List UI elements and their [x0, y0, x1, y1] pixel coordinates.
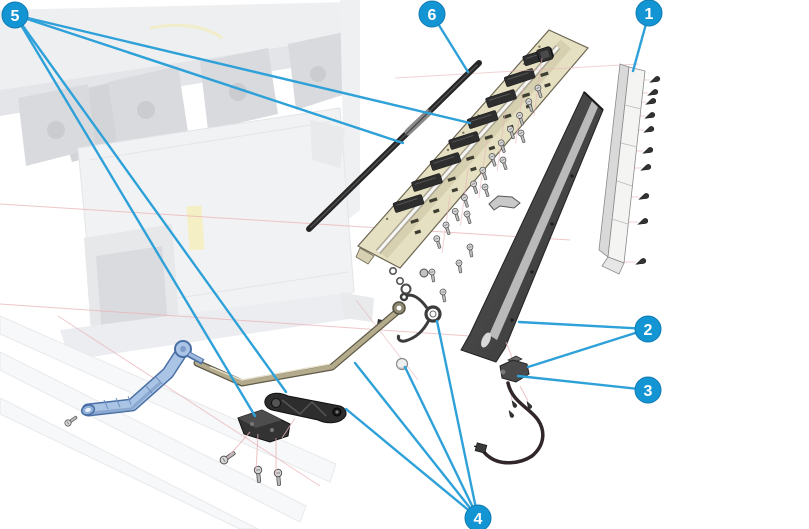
callout-circle-5	[1, 1, 29, 29]
screw	[636, 217, 649, 227]
platen-end-cap	[536, 46, 554, 63]
screw	[516, 128, 528, 144]
callout-label-6: 6	[428, 7, 437, 24]
screw	[507, 409, 515, 419]
platen-assembly	[355, 29, 589, 269]
cable-connector	[474, 442, 488, 454]
callout-circle-2	[634, 315, 662, 343]
callout-2: 2	[634, 315, 662, 343]
callout-circle-1	[635, 0, 663, 27]
screw	[451, 207, 462, 223]
tension-spring	[377, 292, 442, 343]
screw	[648, 75, 661, 85]
callout-circle-6	[418, 0, 446, 28]
media-lever-handle	[80, 340, 205, 417]
leader-line-5	[13, 13, 288, 394]
screw	[643, 111, 656, 121]
screw	[480, 182, 492, 198]
screw	[466, 243, 476, 258]
lever-link-arm	[264, 392, 347, 424]
screw	[641, 146, 654, 156]
rear-panel	[598, 63, 646, 275]
callout-label-4: 4	[474, 511, 483, 528]
screw	[639, 163, 652, 173]
screw	[644, 97, 657, 107]
screw	[498, 155, 510, 171]
callout-3: 3	[634, 376, 662, 404]
leader-line-5	[13, 13, 405, 145]
screw	[455, 259, 465, 274]
separator-plate	[460, 91, 604, 363]
platen-clips	[392, 47, 554, 213]
callout-label-2: 2	[644, 322, 653, 339]
callout-circle-3	[634, 376, 662, 404]
screw	[634, 257, 647, 267]
screw	[428, 268, 438, 283]
screw	[273, 468, 284, 487]
leader-line-2	[526, 327, 650, 369]
platen-clip	[429, 152, 462, 171]
leader-line-5	[13, 13, 257, 418]
callout-circle-4	[464, 504, 492, 529]
callout-1: 1	[635, 0, 663, 27]
leader-line-2	[517, 320, 650, 331]
screw	[637, 192, 650, 202]
platen-clip	[485, 89, 517, 108]
platen-clip	[448, 131, 480, 150]
assembly-guide-lines-front	[226, 341, 529, 474]
platen-clip	[411, 173, 443, 192]
callout-markers: 1 2 3 4 5 6	[1, 0, 663, 529]
leader-line-4	[344, 407, 480, 520]
platen-clip	[466, 110, 499, 129]
leader-line-4	[435, 319, 480, 520]
callout-6: 6	[418, 0, 446, 28]
screw	[642, 125, 655, 135]
leader-line-4	[403, 365, 480, 520]
callout-label-1: 1	[645, 6, 654, 23]
platen-clip	[392, 194, 425, 213]
screw	[462, 209, 474, 225]
screw	[432, 234, 444, 250]
callout-5: 5	[1, 1, 29, 29]
support-bracket	[488, 195, 521, 211]
screw	[63, 414, 79, 428]
lever-mount-bracket	[237, 409, 291, 443]
sensor-cable	[481, 381, 545, 465]
screw	[469, 179, 480, 195]
washers-and-nut	[388, 266, 429, 295]
leader-line-4	[353, 361, 480, 520]
cutter-guide-rod	[306, 60, 482, 232]
callout-4: 4	[464, 504, 492, 529]
sensor-assembly	[474, 355, 545, 465]
faded-printer-chassis	[0, 0, 374, 529]
media-lever-rod	[193, 301, 406, 387]
screw	[460, 193, 471, 209]
leader-line-5	[13, 13, 472, 125]
leader-line-3	[516, 374, 650, 392]
callout-leader-lines	[13, 11, 651, 520]
callout-label-3: 3	[644, 383, 653, 400]
callout-label-5: 5	[11, 8, 20, 25]
platen-clip	[504, 68, 536, 87]
screw	[441, 220, 453, 236]
screw	[439, 288, 449, 303]
screw	[646, 88, 659, 98]
